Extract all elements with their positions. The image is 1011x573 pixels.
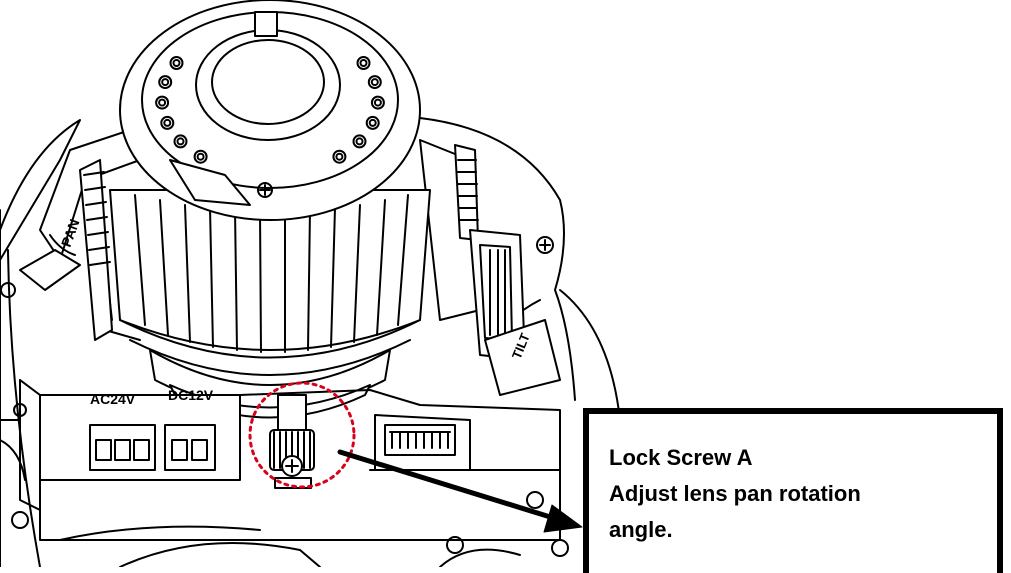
- ir-led: [370, 95, 385, 110]
- ir-led: [160, 115, 175, 130]
- callout-box: Lock Screw A Adjust lens pan rotation an…: [583, 408, 1003, 573]
- camera-housing: [0, 117, 621, 567]
- right-bracket: [419, 139, 561, 396]
- terminal-panel: [0, 282, 569, 567]
- ir-led-center: [196, 152, 205, 161]
- ir-led: [169, 56, 184, 70]
- ac24v-label: AC24V: [90, 391, 136, 407]
- ir-led-center: [158, 98, 167, 107]
- ir-led-center: [359, 59, 368, 67]
- ir-led: [158, 75, 173, 90]
- ir-led-center: [368, 118, 377, 127]
- leader-arrow: [337, 449, 583, 533]
- ir-led: [332, 149, 347, 164]
- ir-led: [367, 75, 382, 90]
- ir-led-center: [370, 78, 379, 87]
- callout-description-line1: Adjust lens pan rotation: [609, 481, 861, 506]
- ir-led: [352, 134, 367, 149]
- lens-head: [119, 0, 421, 221]
- ir-led: [155, 95, 170, 110]
- dc12v-label: DC12V: [168, 387, 214, 403]
- ir-led-center: [172, 59, 181, 67]
- callout-title: Lock Screw A: [609, 445, 753, 470]
- ir-led-ring: [155, 56, 385, 164]
- ir-led: [173, 134, 188, 149]
- left-bracket: [19, 129, 141, 341]
- ir-led-center: [163, 118, 172, 127]
- ir-led-center: [161, 78, 170, 87]
- callout-description-line2: angle.: [609, 517, 673, 542]
- ir-led: [365, 115, 380, 130]
- ir-led-center: [373, 98, 382, 107]
- ir-led: [356, 56, 371, 70]
- lock-screw-a: [269, 394, 315, 489]
- ir-led-center: [335, 152, 344, 161]
- lens-gimbal: [109, 189, 431, 419]
- ir-led-center: [176, 137, 185, 146]
- ir-led-center: [355, 137, 364, 146]
- highlight-circle: [248, 381, 356, 489]
- ir-led: [193, 149, 208, 164]
